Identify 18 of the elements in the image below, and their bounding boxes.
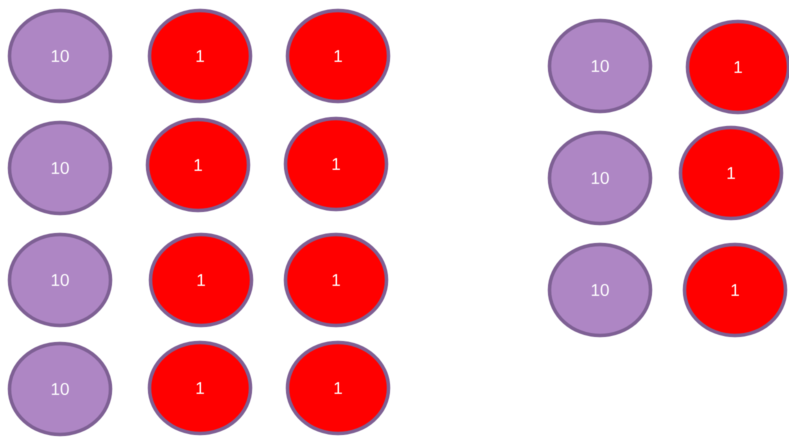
number-disk: 10 <box>8 342 112 436</box>
number-disk: 10 <box>8 8 112 104</box>
number-disk: 10 <box>548 242 652 338</box>
number-disk: 10 <box>548 18 652 114</box>
number-disk: 1 <box>146 118 250 212</box>
number-disk: 10 <box>548 130 652 226</box>
number-disk: 1 <box>284 116 388 212</box>
number-disk: 1 <box>284 232 388 328</box>
number-disk: 1 <box>286 340 390 436</box>
number-disk: 10 <box>8 120 112 216</box>
number-disk: 1 <box>682 242 788 338</box>
number-disk: 1 <box>286 8 390 104</box>
number-disk: 1 <box>678 126 784 220</box>
number-disk: 1 <box>686 20 789 114</box>
number-disk: 1 <box>148 232 254 328</box>
number-disk: 1 <box>148 8 252 104</box>
number-disk: 10 <box>8 232 112 328</box>
number-disk: 1 <box>148 340 252 436</box>
